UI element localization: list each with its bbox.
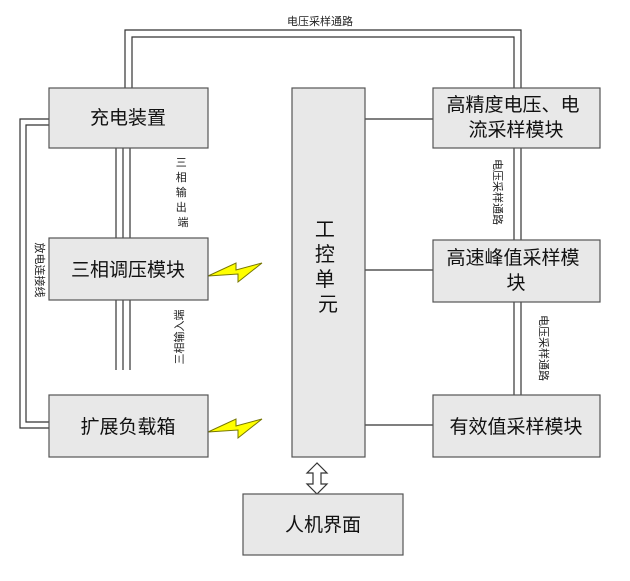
discharge-line-label: 放电连接线 [33,243,47,298]
voltage-sampling-path-right2-label: 电压采样通路 [537,315,551,381]
svg-text:高精度电压、电 流采样模块: 高精度电压、电 流采样模块 [446,94,585,141]
charger-block: 充电装置 [48,87,209,149]
svg-text:三相调压模块: 三相调压模块 [71,259,185,281]
voltage-sampling-path-right2 [513,302,522,395]
svg-text:人机界面: 人机界面 [285,514,361,536]
peak-sampling-block: 高速峰值采样模 块 [432,239,601,303]
svg-text:有效值采样模块: 有效值采样模块 [449,416,582,438]
three-phase-regulator-block: 三相调压模块 [48,237,209,301]
svg-text:扩展负载箱: 扩展负载箱 [80,416,175,438]
three-phase-output-label: 三 相 输 出 端 [176,156,191,229]
svg-text:充电装置: 充电装置 [90,107,166,129]
wireless-link-icon [207,418,263,440]
high-precision-sampling-block: 高精度电压、电 流采样模块 [432,87,601,149]
bidirectional-arrow-icon [305,462,329,495]
three-phase-input-label: 三相输入端 [172,310,186,365]
voltage-sampling-path-top [124,29,522,90]
extended-load-box-block: 扩展负载箱 [48,394,209,458]
svg-text:工 控 单 元: 工 控 单 元 [315,217,341,316]
control-unit-block: 工 控 单 元 [291,87,366,458]
svg-text:高速峰值采样模 块: 高速峰值采样模 块 [446,247,585,294]
discharge-line-path [19,118,49,429]
wireless-link-icon [207,262,263,284]
voltage-sampling-path-right1 [513,148,522,240]
voltage-sampling-path-top-label: 电压采样通路 [287,14,353,28]
control-connections [365,118,433,426]
hmi-block: 人机界面 [242,493,404,556]
three-phase-wires [115,148,131,370]
voltage-sampling-path-right1-label: 电压采样通路 [491,159,505,225]
rms-sampling-block: 有效值采样模块 [432,394,601,458]
